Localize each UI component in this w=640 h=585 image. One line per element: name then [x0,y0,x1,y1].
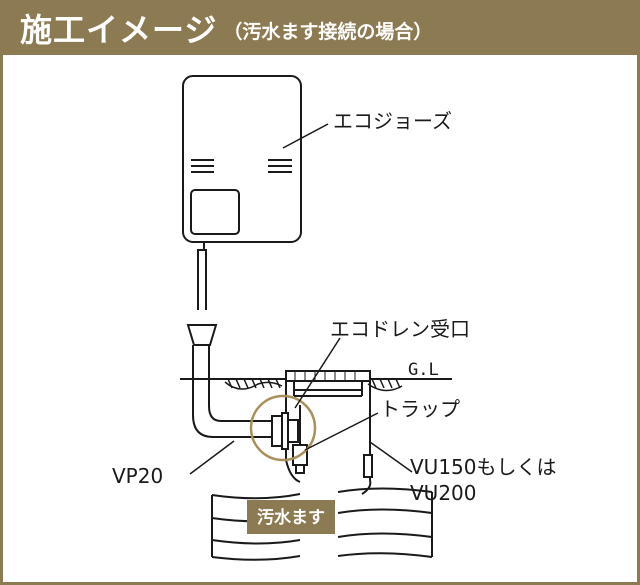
label-vp20: VP20 [112,464,163,488]
label-drain-receiver: エコドレン受口 [330,317,470,341]
leader-ecojozu [282,123,329,149]
water-heater-unit [182,75,302,250]
leader-trap [304,412,379,451]
drain-receiver-fitting [263,412,299,450]
label-ground-level: G.L [408,360,439,380]
connection-highlight-circle [249,394,317,462]
drain-funnel [186,324,218,346]
label-vu-line2: VU200 [410,481,477,505]
label-vu-line1: VU150もしくは [410,455,557,479]
leader-vu [369,441,413,473]
leader-vp20 [189,440,235,475]
label-ecojozu: エコジョーズ [333,109,452,133]
label-sewer-box: 汚水ます [257,507,325,528]
sewer-box-tag: 汚水ます [247,500,335,534]
page-title: 施工イメージ [20,10,218,49]
title-bar: 施工イメージ （汚水ます接続の場合） [0,0,640,55]
leader-drain-receiver [294,337,341,409]
label-trap: トラップ [380,397,460,421]
sewer-box [285,370,373,495]
page-subtitle: （汚水ます接続の場合） [223,21,433,43]
drain-hose [197,249,207,310]
